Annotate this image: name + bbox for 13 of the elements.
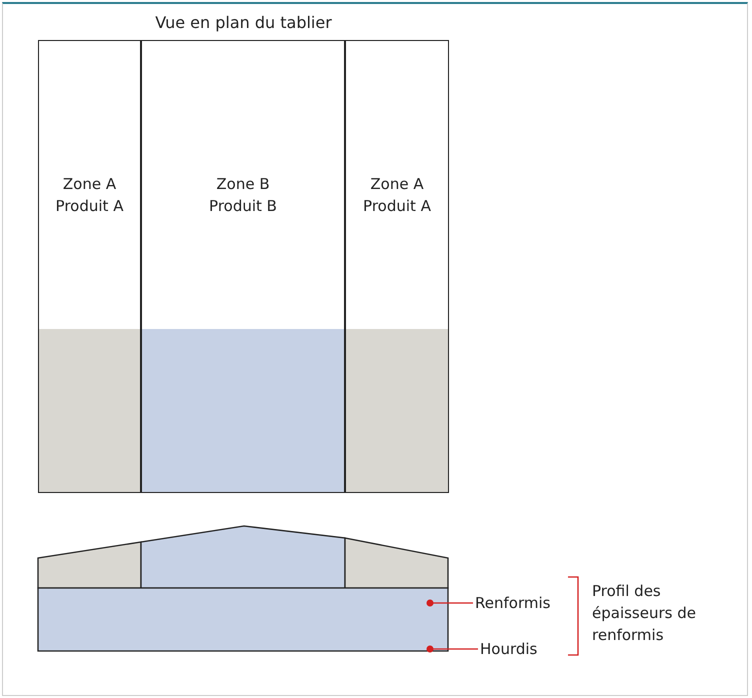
part-label: Hourdis <box>480 638 546 660</box>
renformis-section <box>344 537 449 589</box>
zone-label: Zone A Produit A <box>54 174 124 217</box>
zone-strip <box>141 40 345 493</box>
zone-strip <box>38 40 141 493</box>
leader-line <box>426 600 473 606</box>
view-title: Vue en plan du tablier <box>154 12 333 34</box>
zone-strip <box>345 40 449 493</box>
leader-line <box>426 646 478 652</box>
profile-caption: Profil des épaisseurs de renformis <box>592 581 697 646</box>
zone-label: Zone A Produit A <box>362 174 432 217</box>
zone-label: Zone B Produit B <box>208 174 278 217</box>
part-label: Renformis <box>475 592 563 614</box>
